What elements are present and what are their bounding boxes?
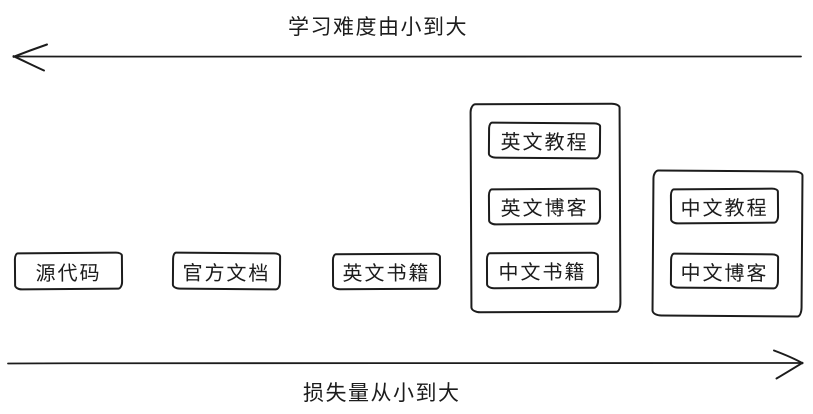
box-chinese-tutorials: 中文教程 bbox=[669, 187, 780, 225]
box-official-docs-label: 官方文档 bbox=[182, 262, 271, 285]
box-chinese-books: 中文书籍 bbox=[485, 251, 600, 290]
box-official-docs: 官方文档 bbox=[171, 251, 282, 291]
right-arrow-loss-amount bbox=[7, 349, 804, 380]
box-chinese-books-label: 中文书籍 bbox=[498, 261, 587, 285]
box-english-tutorials-label: 英文教程 bbox=[500, 131, 589, 155]
top-axis-label: 学习难度由小到大 bbox=[288, 16, 468, 39]
box-english-blogs-label: 英文博客 bbox=[500, 197, 589, 221]
box-source-code-label: 源代码 bbox=[35, 262, 102, 285]
left-arrow-learning-difficulty bbox=[12, 43, 802, 72]
box-english-tutorials: 英文教程 bbox=[487, 121, 602, 160]
box-chinese-tutorials-label: 中文教程 bbox=[680, 197, 769, 220]
box-english-blogs: 英文博客 bbox=[487, 187, 602, 226]
box-chinese-blogs: 中文博客 bbox=[669, 252, 780, 290]
box-source-code: 源代码 bbox=[13, 251, 124, 291]
box-english-books-label: 英文书籍 bbox=[342, 262, 431, 286]
box-english-books: 英文书籍 bbox=[331, 252, 442, 291]
box-chinese-blogs-label: 中文博客 bbox=[680, 262, 769, 285]
bottom-axis-label: 损失量从小到大 bbox=[303, 382, 461, 405]
